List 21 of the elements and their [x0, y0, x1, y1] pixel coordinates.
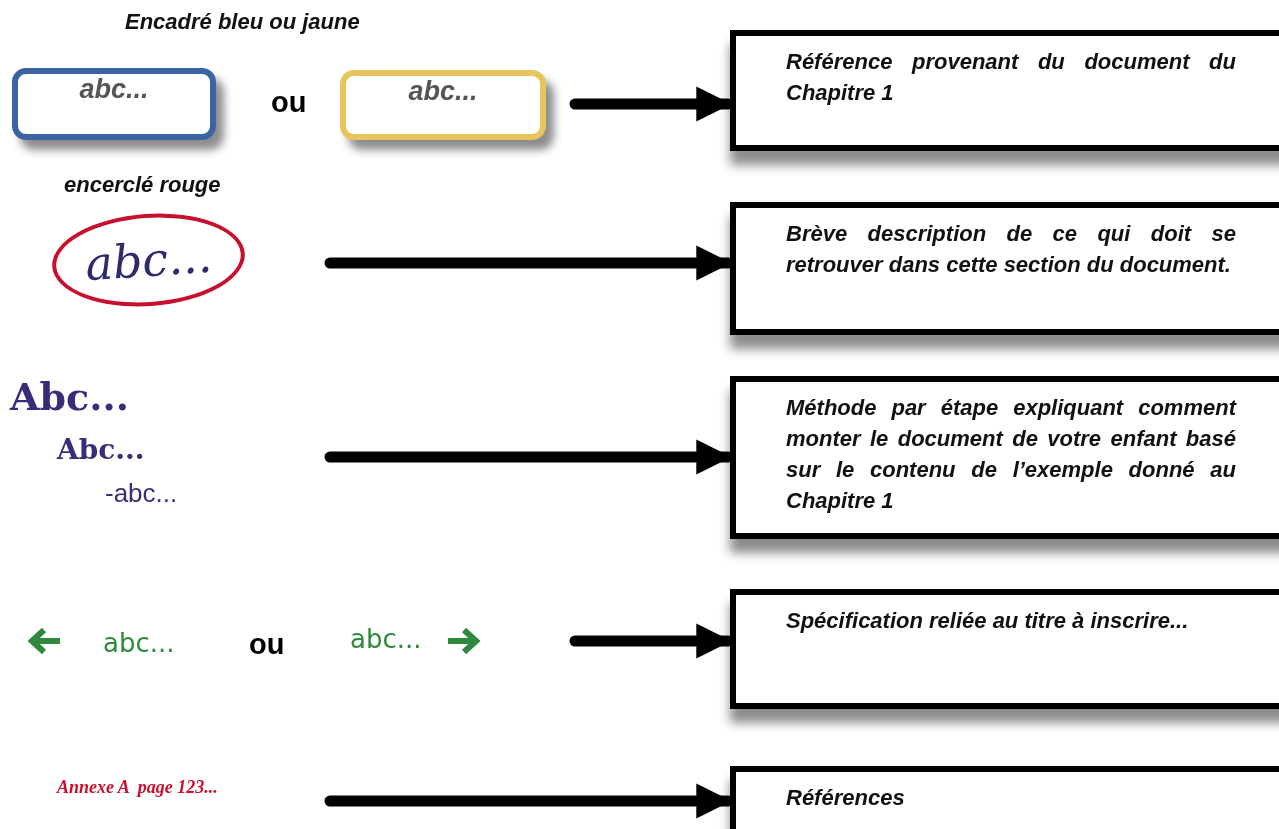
description-text: Référence provenant du document du Chapitre 1 — [786, 48, 1236, 107]
description-text: Brève description de ce qui doit se retrouver dans cette section du document. — [786, 220, 1236, 279]
heading-text: encerclé rouge — [64, 172, 221, 198]
description-box — [730, 589, 1279, 709]
rounded-frame: abc... — [12, 68, 216, 140]
subtitle-sample: Abc... — [57, 433, 145, 466]
description-text: Références — [786, 784, 906, 812]
description-box — [730, 30, 1279, 151]
description-text: Spécification reliée au titre à inscrire... — [786, 607, 1190, 635]
reference-sample: Annexe A page 123... — [57, 777, 218, 798]
note-sample: abc... — [350, 624, 422, 654]
connector-word: ou — [271, 86, 307, 119]
description-box — [730, 376, 1279, 539]
rounded-frame: abc... — [340, 70, 546, 140]
title-sample: Abc... — [10, 374, 129, 419]
note-sample: abc... — [103, 628, 175, 658]
description-text: Méthode par étape expliquant comment monter le document de votre enfant basé sur le contenu de l’exemple donné au Chapitre 1 — [786, 394, 1236, 515]
connector-word: ou — [249, 628, 285, 661]
heading-text: Encadré bleu ou jaune — [125, 9, 360, 35]
item-sample: -abc... — [105, 478, 178, 509]
description-box — [730, 202, 1279, 335]
